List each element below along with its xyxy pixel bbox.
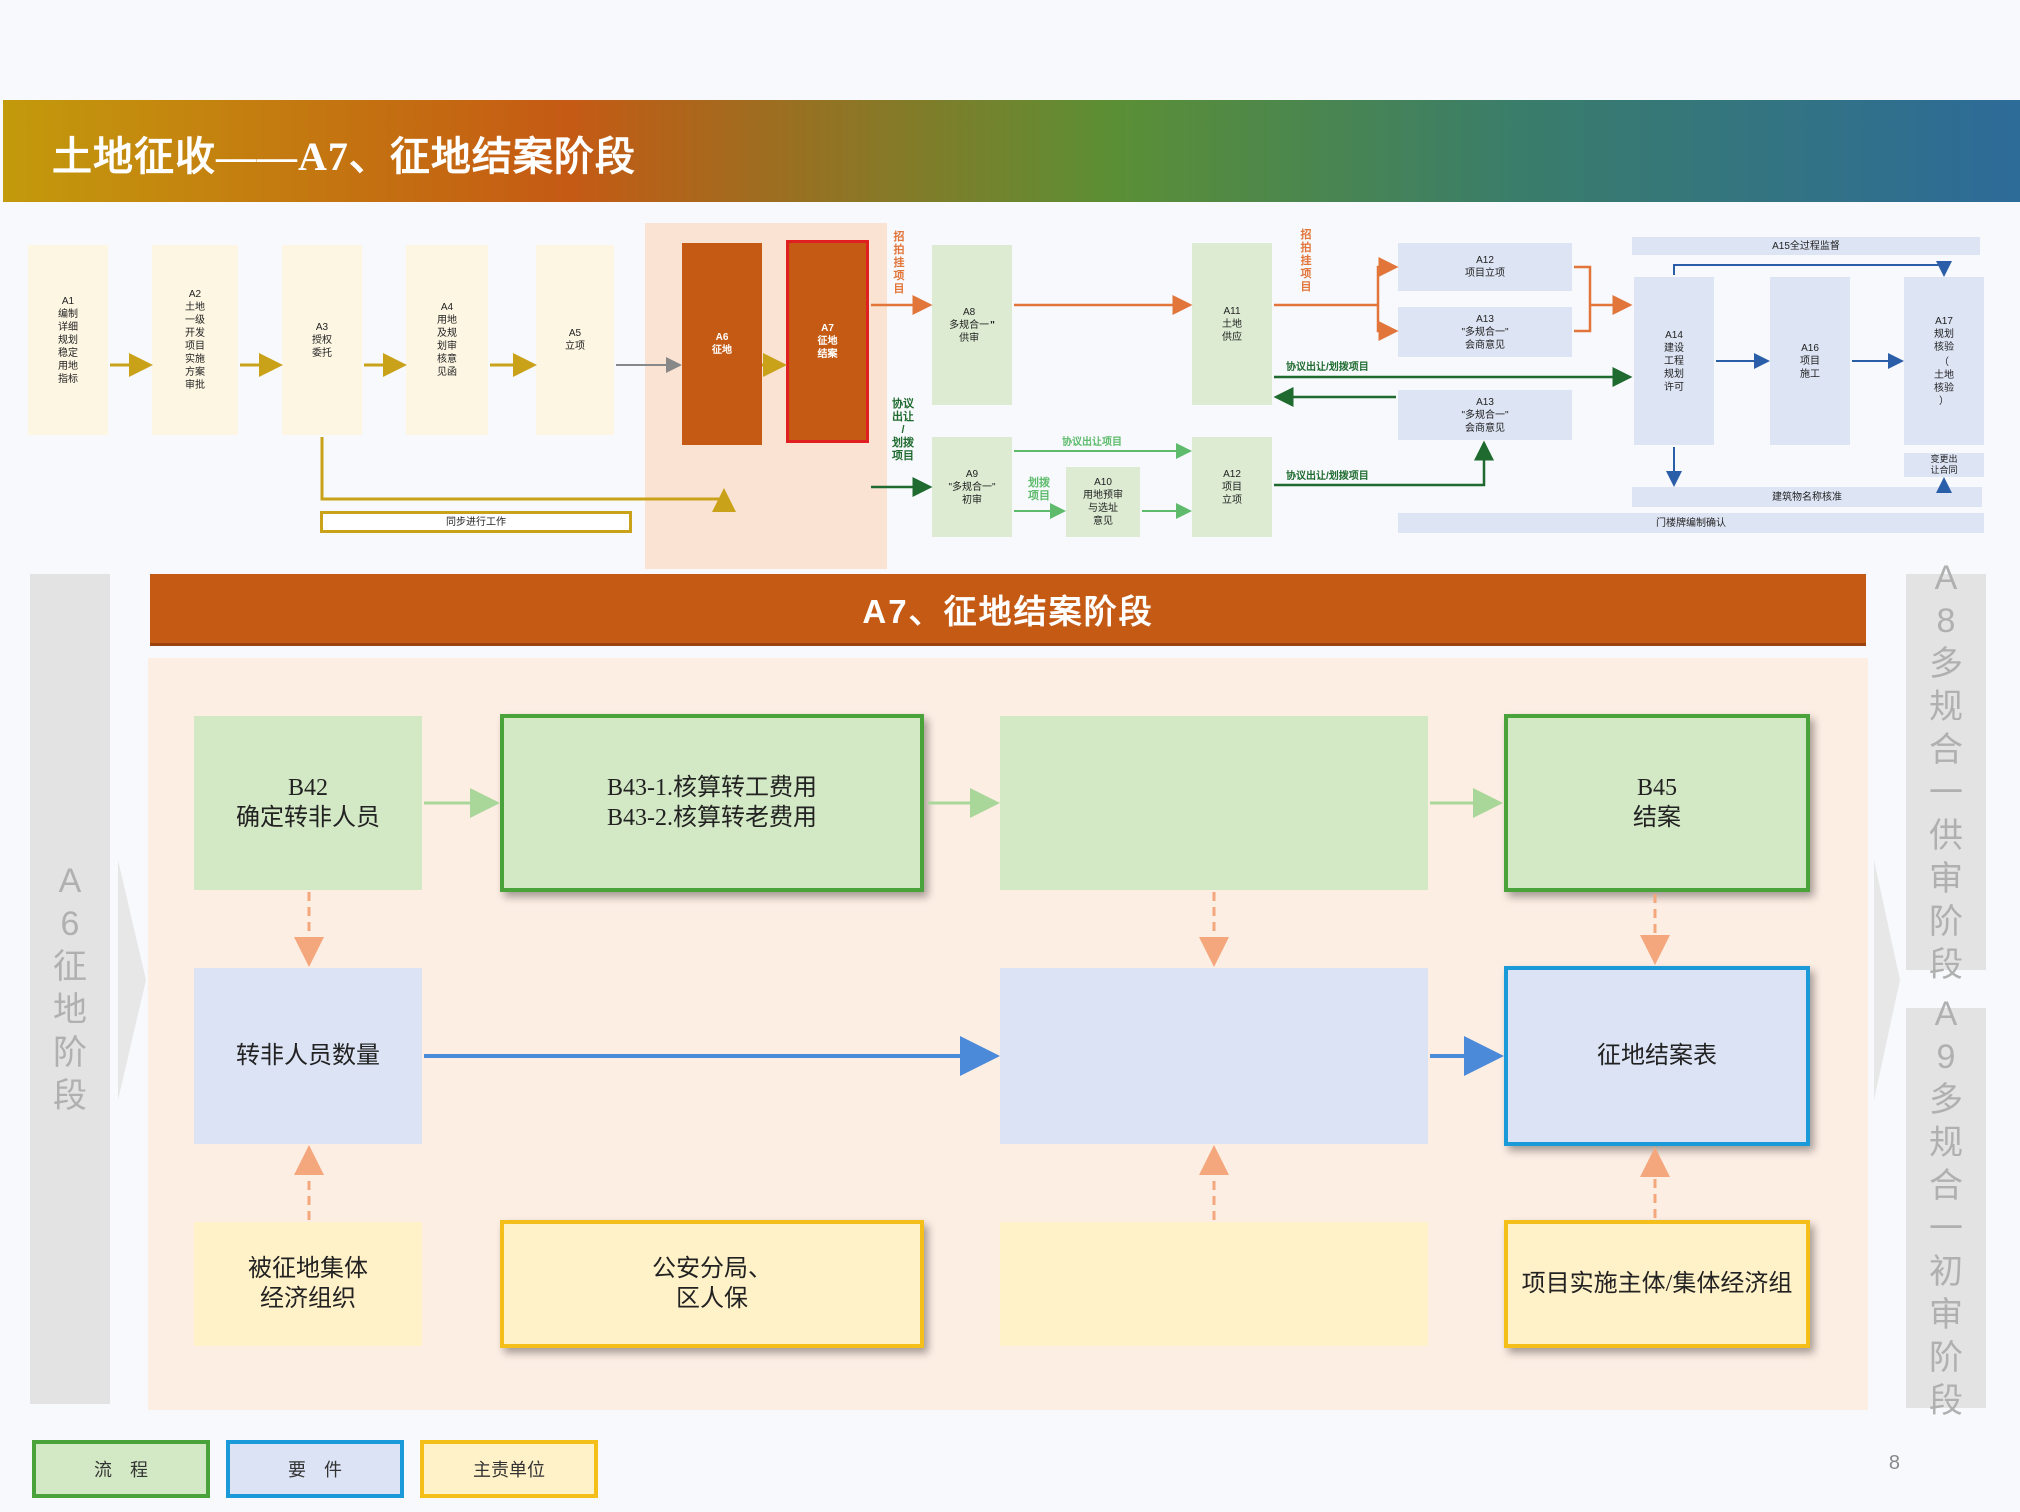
legend-doc: 要 件 <box>226 1440 404 1498</box>
label-agree-sell: 协议出让项目 <box>1062 437 1122 448</box>
arrows-orange <box>871 257 1633 341</box>
side-panel-a8[interactable]: A8多规合一供审阶段 <box>1906 559 1986 984</box>
flow-b43[interactable]: B43-1.核算转工费用 B43-2.核算转老费用 <box>500 714 924 892</box>
overview-a15: A15全过程监督 <box>1632 237 1980 255</box>
doc-empty[interactable] <box>1000 968 1428 1144</box>
doc-settlement-table[interactable]: 征地结案表 <box>1504 966 1810 1146</box>
overview-a13-mid: A13 "多规合一" 会商意见 <box>1398 390 1572 440</box>
overview-a7: A7 征地 结案 <box>786 240 869 443</box>
overview-a13-top: A13 "多规合一" 会商意见 <box>1398 307 1572 357</box>
overview-arrows <box>110 257 1952 519</box>
arrows-light-green <box>1014 443 1192 519</box>
unit-project-owner[interactable]: 项目实施主体/集体经济组 <box>1504 1220 1810 1348</box>
overview-a6: A6 征地 <box>682 243 762 445</box>
overview-a17-text: A17 规划 核验 <box>1934 315 1954 353</box>
overview-a8: A8 多规合一 供审 " <box>932 245 1012 405</box>
label-agree-allot-1: 协议出让/划拨项目 <box>1286 362 1369 373</box>
overview-change-contract: 变更出 让合同 <box>1904 453 1984 477</box>
doc-transfer-count[interactable]: 转非人员数量 <box>194 968 422 1144</box>
overview-a12-top: A12 项目立项 <box>1398 243 1572 291</box>
overview-a11: A11 土地 供应 <box>1192 243 1272 405</box>
label-agree-allot-2: 协议出让/划拨项目 <box>1286 471 1369 482</box>
title-band <box>3 100 2020 202</box>
page-number: 8 <box>1888 1452 1900 1474</box>
overview-a9: A9 "多规合一" 初审 <box>932 437 1012 537</box>
overview-a8-quote: " <box>990 319 995 331</box>
section-title: A7、征地结案阶段 <box>150 574 1866 646</box>
overview-a17: A17 规划 核验 （ 土地 核验 ） <box>1904 277 1984 445</box>
flow-b42[interactable]: B42 确定转非人员 <box>194 716 422 890</box>
overview-door-plate: 门楼牌编制确认 <box>1398 513 1984 533</box>
label-auction-1: 招 拍 挂 项 目 <box>893 231 905 295</box>
side-chevron-right <box>1874 860 1900 1100</box>
unit-empty[interactable] <box>1000 1222 1428 1346</box>
overview-a4: A4 用地 及规 划审 核意 见函 <box>406 245 488 435</box>
legend-unit: 主责单位 <box>420 1440 598 1498</box>
unit-collective[interactable]: 被征地集体 经济组织 <box>194 1222 422 1346</box>
side-panel-a9-label: A9多规合一初审阶段 <box>1929 995 1963 1420</box>
flow-b45[interactable]: B45 结案 <box>1504 714 1810 892</box>
side-chevron-left <box>118 860 146 1100</box>
label-auction-2: 招 拍 挂 项 目 <box>1300 229 1312 293</box>
side-panel-a8-label: A8多规合一供审阶段 <box>1929 559 1963 984</box>
side-panel-a6[interactable]: A6征地阶段 <box>30 574 110 1404</box>
overview-diagram: A1 编制 详细 规划 稳定 用地 指标 A2 土地 一级 开发 项目 实施 方… <box>0 215 2020 569</box>
flow-empty[interactable] <box>1000 716 1428 890</box>
overview-a10: A10 用地预审 与选址 意见 <box>1066 467 1140 537</box>
overview-a12-right: A12 项目 立项 <box>1192 437 1272 537</box>
overview-a17-sub: （ 土地 核验 ） <box>1934 356 1954 407</box>
overview-a1: A1 编制 详细 规划 稳定 用地 指标 <box>28 245 108 435</box>
side-panel-a6-label: A6征地阶段 <box>53 862 87 1115</box>
unit-police-hr[interactable]: 公安分局、 区人保 <box>500 1220 924 1348</box>
overview-building-name: 建筑物名称核准 <box>1632 487 1982 507</box>
arrows-blue <box>1666 261 1952 493</box>
arrows-dark-green <box>871 367 1633 497</box>
overview-a5: A5 立项 <box>536 245 614 435</box>
arrows-gold <box>110 353 787 512</box>
overview-a16: A16 项目 施工 <box>1770 277 1850 445</box>
page-title: 土地征收——A7、征地结案阶段 <box>52 134 636 179</box>
overview-a3: A3 授权 委托 <box>282 245 362 435</box>
overview-a14: A14 建设 工程 规划 许可 <box>1634 277 1714 445</box>
label-allot: 划拨 项目 <box>1028 477 1050 502</box>
overview-a2: A2 土地 一级 开发 项目 实施 方案 审批 <box>152 245 238 435</box>
legend-flow: 流 程 <box>32 1440 210 1498</box>
side-panel-a9[interactable]: A9多规合一初审阶段 <box>1906 995 1986 1420</box>
label-agreement: 协议 出让 / 划拨 项目 <box>892 398 914 462</box>
overview-a8-text: A8 多规合一 供审 <box>949 306 990 344</box>
overview-sync-work: 同步进行工作 <box>320 511 632 533</box>
dashed-arrows <box>294 892 1670 1220</box>
